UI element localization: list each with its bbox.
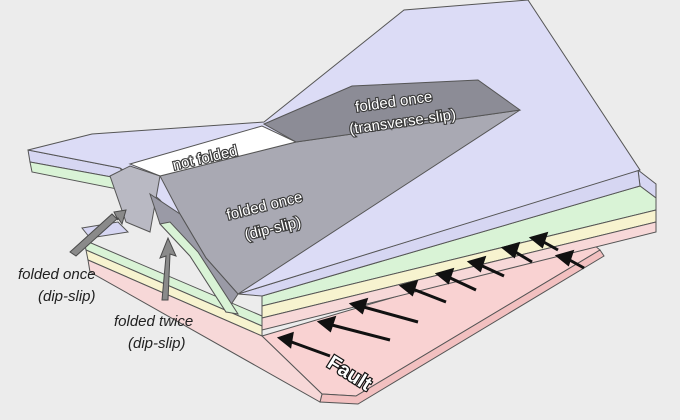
zone-not-folded	[128, 125, 298, 177]
fault-arrow-head-9	[554, 249, 575, 267]
fault-arrow-head-1	[276, 331, 294, 349]
fault-arrow-5	[445, 274, 477, 292]
callout-arrow-left	[69, 209, 127, 257]
callout-arrows	[69, 209, 177, 301]
callout-arrow-center	[159, 236, 177, 301]
fault-arrow-head-4	[398, 279, 419, 297]
caption-left-line2: (dip-slip)	[38, 288, 96, 305]
caption-center-line2: (dip-slip)	[128, 335, 186, 352]
fault-arrow-head-2	[316, 315, 337, 333]
fold-slope-center-green	[159, 221, 240, 315]
fault-arrow-head-3	[348, 297, 369, 315]
fault-arrow-3	[359, 304, 419, 324]
fault-arrow-head-7	[500, 241, 521, 259]
fault-arrow-head-5	[434, 267, 455, 285]
fault-arrow-head-6	[466, 255, 487, 273]
fault-arrow-head-8	[528, 231, 549, 249]
caption-center-line1: folded twice	[114, 313, 193, 330]
fault-arrows	[276, 231, 585, 358]
fault-arrow-2	[327, 322, 391, 342]
caption-left-line1: folded once	[18, 266, 96, 283]
footwall-layer-pink	[87, 259, 323, 403]
fault-arrow-4	[409, 286, 447, 304]
fault-arrow-1	[285, 338, 331, 358]
